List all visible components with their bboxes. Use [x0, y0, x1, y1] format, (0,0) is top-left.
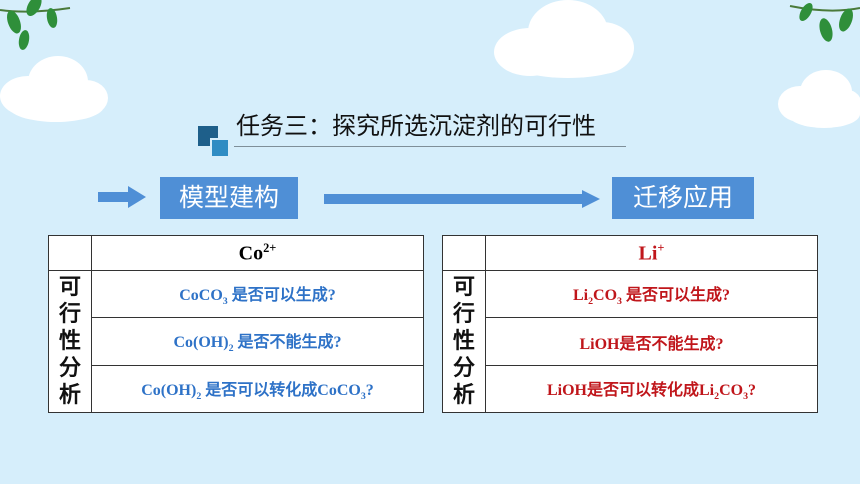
cloud-top-center — [494, 0, 634, 78]
left-row-3: Co(OH)2 是否可以转化成CoCO3? — [91, 364, 424, 414]
right-row-1: Li2CO3 是否可以生成? — [485, 270, 818, 319]
side-label: 可行性分析 — [48, 270, 92, 413]
right-header-ion: Li+ — [485, 234, 818, 272]
corner-cell — [48, 234, 92, 272]
section-title: 任务三：探究所选沉淀剂的可行性 — [198, 104, 638, 160]
title-text: 任务三：探究所选沉淀剂的可行性 — [236, 112, 596, 140]
right-analysis-table: Li+ 可行性分析 Li2CO3 是否可以生成? LiOH是否不能生成? LiO… — [442, 234, 818, 414]
side-label: 可行性分析 — [442, 270, 486, 413]
leaf-branch-top-left-icon — [0, 0, 71, 50]
left-header-ion: Co2+ — [91, 234, 424, 272]
left-analysis-table: Co2+ 可行性分析 CoCO3 是否可以生成? Co(OH)2 是否不能生成?… — [48, 234, 424, 414]
arrow-left-icon — [98, 186, 146, 208]
label-model-building: 模型建构 — [160, 177, 298, 219]
left-row-1: CoCO3 是否可以生成? — [91, 270, 424, 319]
label-transfer-application: 迁移应用 — [612, 177, 754, 219]
right-row-2: LiOH是否不能生成? — [485, 317, 818, 366]
arrow-long-icon — [324, 190, 600, 208]
right-row-3: LiOH是否可以转化成Li2CO3? — [485, 364, 818, 414]
title-square-small-icon — [210, 138, 230, 158]
cloud-right — [778, 70, 860, 128]
leaf-branch-top-right-icon — [789, 2, 860, 42]
title-underline — [234, 146, 626, 147]
left-row-2: Co(OH)2 是否不能生成? — [91, 317, 424, 366]
corner-cell — [442, 234, 486, 272]
cloud-top-left — [0, 56, 108, 122]
